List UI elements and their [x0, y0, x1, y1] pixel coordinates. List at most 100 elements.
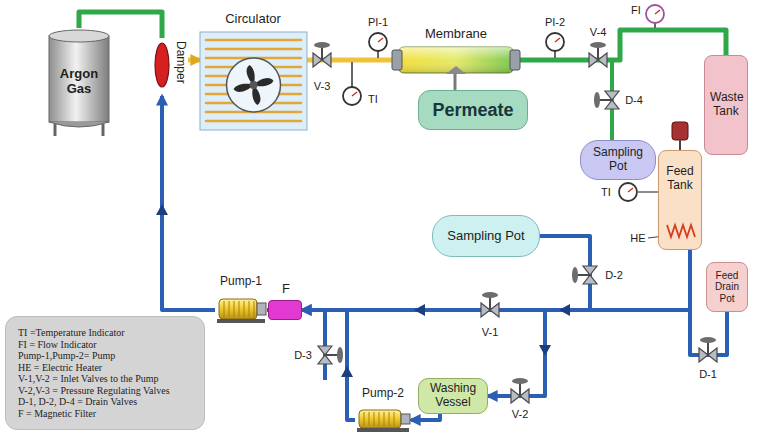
fan-ring	[227, 58, 281, 112]
gauge-dial	[369, 33, 387, 51]
membrane-module: Membrane	[392, 46, 520, 74]
valve-handwheel	[590, 42, 606, 48]
valve-handwheel	[700, 337, 716, 343]
valve-handwheel	[594, 92, 600, 108]
cooling-fin	[384, 412, 385, 426]
cooling-fin	[374, 412, 375, 426]
coil-turn	[206, 120, 301, 123]
gas-cylinder: Argon Gas	[45, 28, 113, 136]
gauge	[343, 62, 361, 105]
node-text: Washing Vessel	[424, 382, 482, 410]
abbreviation-line: F = Magnetic Filter	[18, 408, 96, 420]
gauge	[546, 33, 564, 58]
valve-stem	[489, 297, 491, 310]
shape-outline	[200, 32, 307, 130]
gauge-needle	[655, 10, 660, 14]
cooling-fin	[254, 301, 255, 317]
valve-stem	[599, 99, 612, 101]
waste-tank: Waste Tank	[704, 55, 748, 155]
abbreviation-line: TI =Temperature Indicator	[18, 327, 125, 339]
cooling-fin	[379, 412, 380, 426]
abbreviation-line: FI = Flow Indicator	[18, 339, 97, 351]
pipe-line	[188, 58, 200, 63]
flow-arrow	[414, 304, 425, 316]
component-label: F	[280, 282, 292, 297]
cooling-fin	[394, 412, 395, 426]
node-text: Sampling Pot	[586, 146, 650, 174]
pipe-line	[302, 250, 690, 310]
valve-stem	[707, 342, 709, 355]
pump: Pump-2	[355, 408, 411, 432]
cooling-fin	[389, 412, 390, 426]
shape-outline	[215, 297, 267, 323]
end-cap	[510, 50, 520, 70]
instrument-tag: D-2	[604, 269, 624, 281]
pump-motor	[359, 410, 401, 428]
coil-turn	[206, 39, 301, 42]
flow-arrow	[341, 366, 353, 377]
heater-coil	[667, 225, 695, 237]
pump-head	[257, 303, 266, 315]
valve-handwheel	[337, 347, 343, 363]
sampling-pot: Sampling Pot	[580, 140, 656, 180]
sampling-pot: Sampling Pot	[432, 215, 540, 257]
instrument-tag: D-4	[624, 94, 644, 106]
component-label: Circulator	[223, 12, 283, 27]
abbreviation-line: V-1,V-2 = Inlet Valves to the Pump	[18, 373, 159, 385]
pipe-line	[454, 74, 457, 90]
sensor-lead	[637, 191, 658, 193]
instrument-tag: PI-2	[544, 16, 566, 28]
node-text: Permeate	[432, 100, 513, 121]
pipe-line	[411, 414, 440, 420]
gauge	[369, 33, 387, 58]
abbreviation-line: Pump-1,Pump-2= Pump	[18, 350, 115, 362]
gauge-needle	[555, 38, 560, 42]
gauge-needle	[352, 92, 357, 96]
gauge-dial	[546, 33, 564, 51]
instrument-tag: D-1	[698, 368, 718, 380]
valve-symbol	[511, 378, 529, 403]
node-text: Sampling Pot	[447, 229, 524, 244]
abbreviation-line: V-2,V-3 = Pressure Regulating Valves	[18, 385, 170, 397]
pump: Pump-1	[215, 297, 267, 323]
feed-tank: Feed Tank	[658, 150, 702, 250]
valve-handwheel	[482, 292, 498, 298]
node-text: Waste Tank	[710, 91, 742, 119]
instrument-tag: HE	[629, 232, 646, 244]
membrane-shine	[398, 47, 514, 73]
instrument-tag: V-1	[481, 326, 500, 338]
instrument-tag: D-3	[293, 349, 313, 361]
circulator-housing	[200, 32, 307, 130]
node-text: Feed Tank	[664, 165, 696, 193]
instrument-tag: TI	[367, 93, 379, 105]
tank-leg	[54, 124, 57, 136]
tank-body	[49, 36, 109, 122]
coil-turn	[206, 48, 301, 51]
mixer-motor	[672, 122, 688, 150]
valve-stem	[519, 383, 521, 396]
damper-disc	[155, 43, 169, 87]
gauge-dial	[646, 5, 664, 23]
cooling-fin	[369, 412, 370, 426]
washing-vessel: Washing Vessel	[418, 378, 488, 414]
valve-handwheel	[512, 378, 528, 384]
pipe-line	[488, 250, 690, 396]
component-label: Pump-1	[218, 275, 264, 289]
flow-arrow	[156, 204, 168, 215]
cooling-fin	[234, 301, 235, 317]
pump-head	[401, 414, 410, 424]
valve-symbol	[318, 346, 343, 364]
pipe-line	[520, 30, 726, 60]
component-label: Pump-2	[360, 387, 406, 401]
valve-handwheel	[314, 42, 330, 48]
valve-symbol	[481, 292, 499, 317]
drain-pipe	[323, 310, 327, 380]
gauge-needle	[628, 188, 633, 192]
pump-base	[357, 428, 409, 432]
cooling-fin	[224, 301, 225, 317]
shape-outline	[355, 408, 411, 432]
valve-handwheel	[572, 267, 578, 283]
gauge-dial	[343, 87, 361, 105]
abbreviation-box: TI =Temperature IndicatorFI = Flow Indic…	[5, 316, 205, 430]
tank-leg	[102, 124, 105, 136]
